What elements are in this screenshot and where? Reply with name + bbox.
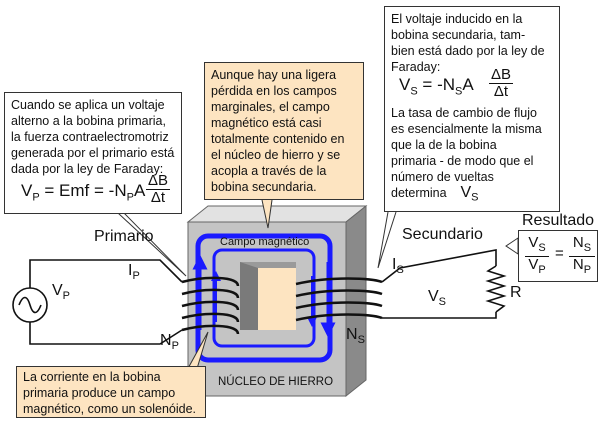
secondary-coil xyxy=(295,277,383,322)
core-flux-line: el núcleo de hierro y se xyxy=(211,148,341,162)
secondary-law-line: Faraday: xyxy=(391,60,441,74)
vs-label: VS xyxy=(428,288,447,309)
primary-law-line: la fuerza contraelectromotriz xyxy=(11,130,169,144)
primary-law-line: alterno a la bobina primaria, xyxy=(11,114,166,128)
core-flux-line: marginales, el campo xyxy=(211,100,330,114)
primary-law-equation: VP = Emf = -NPA xyxy=(21,181,146,204)
secondary-label: Secundario xyxy=(402,226,483,243)
iron-core-label: NÚCLEO DE HIERRO xyxy=(218,376,334,388)
core-flux-line: magnético está casi xyxy=(211,116,322,130)
secondary-law-line: bobina secundaria, tam- xyxy=(391,28,526,42)
core-flux-line: bobina secundaria. xyxy=(211,180,317,194)
secondary-law-last-line: determina VS xyxy=(391,184,479,204)
secondary-law-line: número de vueltas xyxy=(391,170,494,184)
core-side-face xyxy=(345,204,367,398)
ip-label: IP xyxy=(128,262,140,283)
flux-loop-inner xyxy=(212,248,316,348)
result-label: Resultado xyxy=(522,212,595,229)
vp-label: VP xyxy=(52,282,71,303)
resistor xyxy=(485,265,507,313)
secondary-circuit-wires xyxy=(381,249,497,319)
result-left-fraction: VS VP xyxy=(525,235,549,278)
primary-law-line: Cuando se aplica un voltaje xyxy=(11,98,165,112)
secondary-law-line: bien está dado por la ley de xyxy=(391,44,545,58)
secondary-law-line: es esencialmente la misma xyxy=(391,122,542,136)
secondary-law-fraction: ΔB Δt xyxy=(489,66,513,100)
primary-coil xyxy=(181,276,240,335)
primary-law-line: dada por la ley de Faraday: xyxy=(11,162,164,176)
secondary-law-bottom: La tasa de cambio de flujo es esencialme… xyxy=(391,105,542,206)
core-flux-line: Aunque hay una ligera xyxy=(211,68,337,82)
secondary-law-line: que la de la bobina xyxy=(391,138,497,152)
np-label: NP xyxy=(160,332,179,353)
primary-law-box: Cuando se aplica un voltaje alterno a la… xyxy=(4,92,182,214)
primary-label: Primario xyxy=(94,228,154,245)
callout-pointer-primary xyxy=(117,212,187,277)
core-flux-line: acopla a través de la xyxy=(211,164,327,178)
solenoid-box: La corriente en la bobina primaria produ… xyxy=(16,366,206,418)
solenoid-line: La corriente en la bobina xyxy=(23,370,161,384)
magnetic-field-label: Campo magnético xyxy=(220,236,310,248)
secondary-law-equation: VS = -NSA xyxy=(399,75,474,98)
sine-wave-icon xyxy=(18,296,42,314)
r-label: R xyxy=(510,284,522,301)
core-top-face xyxy=(186,205,368,223)
callout-pointer-secondary xyxy=(377,211,397,269)
ns-label: NS xyxy=(346,326,365,347)
core-flux-line: totalmente contenido en xyxy=(211,132,345,146)
core-window-inner xyxy=(258,268,296,330)
secondary-law-line: El voltaje inducido en la xyxy=(391,12,523,26)
result-pointer xyxy=(505,237,519,255)
core-window-shade xyxy=(240,262,258,330)
solenoid-line: primaria produce un campo xyxy=(23,386,176,400)
core-flux-line: pérdida en los campos xyxy=(211,84,337,98)
callout-pointer-core xyxy=(261,199,273,229)
callout-pointer-solenoid xyxy=(185,331,209,373)
primary-circuit-wires xyxy=(29,259,183,345)
result-equation-box: VS VP = NS NP xyxy=(518,230,598,282)
flux-loop-outer xyxy=(195,233,333,363)
core-flux-box: Aunque hay una ligera pérdida en los cam… xyxy=(204,62,364,200)
secondary-law-line: primaria - de modo que el xyxy=(391,154,534,168)
result-right-fraction: NS NP xyxy=(569,235,595,278)
result-equals: = xyxy=(555,245,564,262)
primary-law-line: generada por el primario está xyxy=(11,146,175,160)
secondary-law-box: El voltaje inducido en la bobina secunda… xyxy=(384,6,560,212)
primary-law-fraction: ΔB Δt xyxy=(146,172,170,206)
secondary-law-line: La tasa de cambio de flujo xyxy=(391,106,537,120)
is-label: IS xyxy=(392,256,404,277)
solenoid-line: magnético, como un solenóide. xyxy=(23,402,197,416)
